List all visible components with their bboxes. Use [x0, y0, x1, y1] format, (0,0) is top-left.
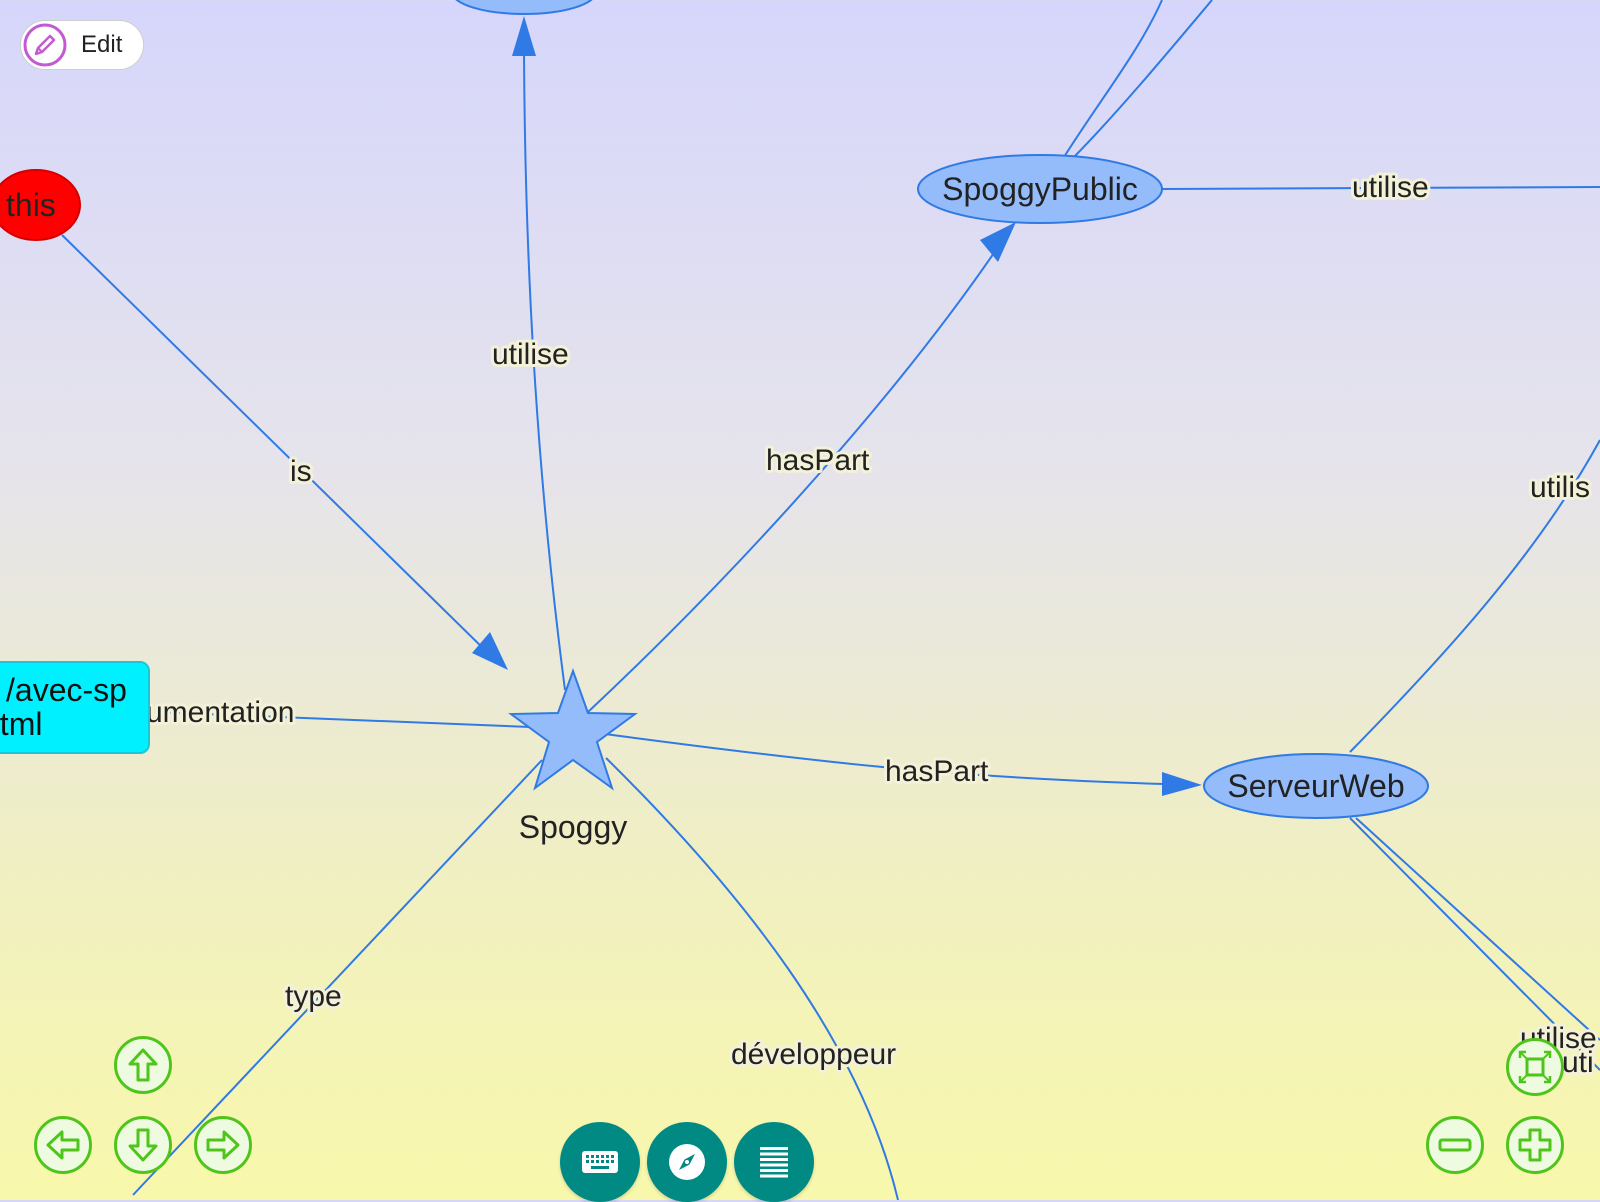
- edge-label-utilise-public-right: utilise: [1352, 171, 1429, 204]
- edge-haspart-public-arrowhead: [980, 222, 1016, 262]
- edit-button[interactable]: Edit: [20, 20, 144, 70]
- node-this-label: this: [6, 187, 56, 223]
- node-spoggy-label: Spoggy: [519, 809, 628, 845]
- edge-web-down-1: [1349, 817, 1600, 1071]
- edge-label-is: is: [290, 455, 312, 488]
- fit-screen-button[interactable]: [1506, 1038, 1564, 1096]
- node-serveur-web-label: ServeurWeb: [1227, 768, 1404, 804]
- edge-label-haspart-public: hasPart: [766, 444, 870, 477]
- edge-haspart-web: [604, 733, 1166, 785]
- node-serveur-web[interactable]: [1203, 753, 1429, 819]
- edit-label: Edit: [81, 31, 123, 58]
- edge-web-down-2: [1355, 817, 1600, 1041]
- pan-down-button[interactable]: [114, 1116, 172, 1174]
- edge-public-up-1: [1063, 0, 1163, 158]
- edge-utilise-public-right: [1161, 186, 1600, 190]
- edge-is: [61, 234, 491, 656]
- list-button[interactable]: [734, 1122, 814, 1202]
- pan-up-button[interactable]: [114, 1036, 172, 1094]
- node-url-line1: /avec-sp: [6, 672, 127, 708]
- zoom-out-button[interactable]: [1426, 1116, 1484, 1174]
- edge-utilise-right: [1349, 439, 1600, 753]
- node-this[interactable]: [0, 169, 81, 241]
- zoom-in-button[interactable]: [1506, 1116, 1564, 1174]
- edge-haspart-public: [587, 249, 997, 713]
- edge-label-haspart-web: hasPart: [885, 755, 989, 788]
- node-top-partial[interactable]: [452, 0, 596, 15]
- edge-label-utilise-right: utilis: [1530, 471, 1590, 504]
- pan-right-button[interactable]: [194, 1116, 252, 1174]
- node-spoggy-star[interactable]: [508, 668, 638, 791]
- node-url-line2: html: [0, 706, 43, 742]
- zoom-in-icon: [1518, 1128, 1552, 1162]
- edge-label-utilise-bottom-right-2: uti: [1562, 1046, 1594, 1079]
- arrow-down-icon: [128, 1128, 158, 1162]
- edge-label-utilise-top: utilise: [492, 338, 569, 371]
- zoom-out-icon: [1438, 1138, 1472, 1152]
- fit-screen-icon: [1518, 1050, 1552, 1084]
- list-icon: [760, 1147, 788, 1178]
- edge-label-type: type: [285, 980, 342, 1013]
- edge-documentation: [154, 711, 531, 728]
- compass-icon: [669, 1144, 705, 1180]
- node-spoggy-public[interactable]: [917, 154, 1163, 224]
- edge-public-up-2: [1073, 0, 1213, 158]
- arrow-up-icon: [128, 1048, 158, 1082]
- edge-haspart-web-arrowhead: [1162, 772, 1202, 796]
- edge-is-arrowhead: [472, 632, 508, 670]
- pan-left-button[interactable]: [34, 1116, 92, 1174]
- pencil-icon: [23, 23, 67, 67]
- edge-utilise-top-arrowhead: [512, 16, 536, 56]
- edge-utilise-top: [523, 51, 566, 691]
- edge-label-developpeur: développeur: [731, 1038, 896, 1071]
- compass-button[interactable]: [647, 1122, 727, 1202]
- keyboard-icon: [582, 1151, 618, 1173]
- node-spoggy-public-label: SpoggyPublic: [942, 171, 1138, 207]
- node-url[interactable]: /avec-sp html: [0, 661, 150, 754]
- arrow-right-icon: [206, 1130, 240, 1160]
- arrow-left-icon: [46, 1130, 80, 1160]
- edge-type: [132, 759, 543, 1196]
- edge-developpeur: [605, 757, 899, 1200]
- edge-label-documentation: umentation: [146, 696, 294, 729]
- keyboard-button[interactable]: [560, 1122, 640, 1202]
